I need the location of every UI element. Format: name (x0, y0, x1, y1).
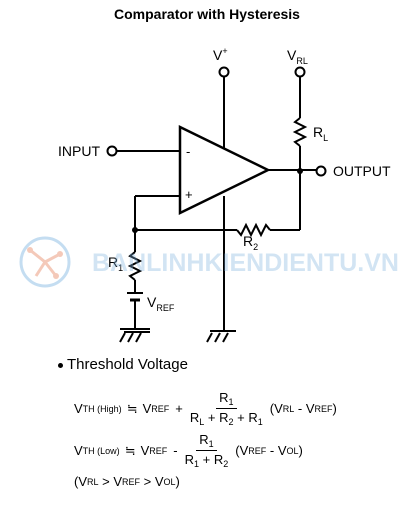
output-junction-dot (297, 168, 303, 174)
ground-hatch (214, 332, 221, 343)
threshold-heading-text: Threshold Voltage (67, 356, 188, 373)
vrl-label: VRL (287, 47, 308, 66)
r1-label: R1 (108, 254, 123, 273)
input-terminal (106, 145, 118, 157)
ground-hatch (206, 332, 213, 343)
input-label: INPUT (58, 143, 100, 159)
vplus-label: V+ (213, 46, 228, 63)
fraction-high: R1 RL + R2 + R1 (189, 390, 263, 427)
inverting-sign: - (186, 144, 190, 159)
output-label: OUTPUT (333, 163, 391, 179)
watermark-text: BANLINHKIENDIENTU.VN (92, 249, 399, 277)
feedback-junction-dot (132, 227, 138, 233)
r1-resistor (127, 251, 143, 281)
vrl-terminal (294, 66, 306, 78)
threshold-heading: Threshold Voltage (58, 356, 188, 373)
output-terminal (315, 165, 327, 177)
vplus-terminal (218, 66, 230, 78)
noninverting-sign: + (185, 187, 193, 202)
vref-label: VREF (147, 294, 175, 313)
fraction-low: R1 R1 + R2 (184, 432, 229, 469)
r2-resistor (236, 222, 271, 238)
ground-hatch (127, 332, 134, 343)
ground-hatch (222, 332, 229, 343)
watermark-logo: BANLINHKIENDIENTU.VN (19, 236, 399, 288)
r2-label: R2 (243, 233, 258, 252)
opamp-triangle (178, 124, 271, 216)
bullet-dot (58, 362, 63, 368)
ground-hatch (135, 332, 142, 343)
comparator-schematic: V+ VRL RL INPUT OUTPUT - + R1 R2 VREF (58, 46, 391, 343)
ground-hatch (119, 332, 126, 343)
diagram-title: Comparator with Hysteresis (114, 6, 300, 22)
rl-label: RL (313, 124, 328, 143)
rl-resistor (292, 117, 308, 147)
